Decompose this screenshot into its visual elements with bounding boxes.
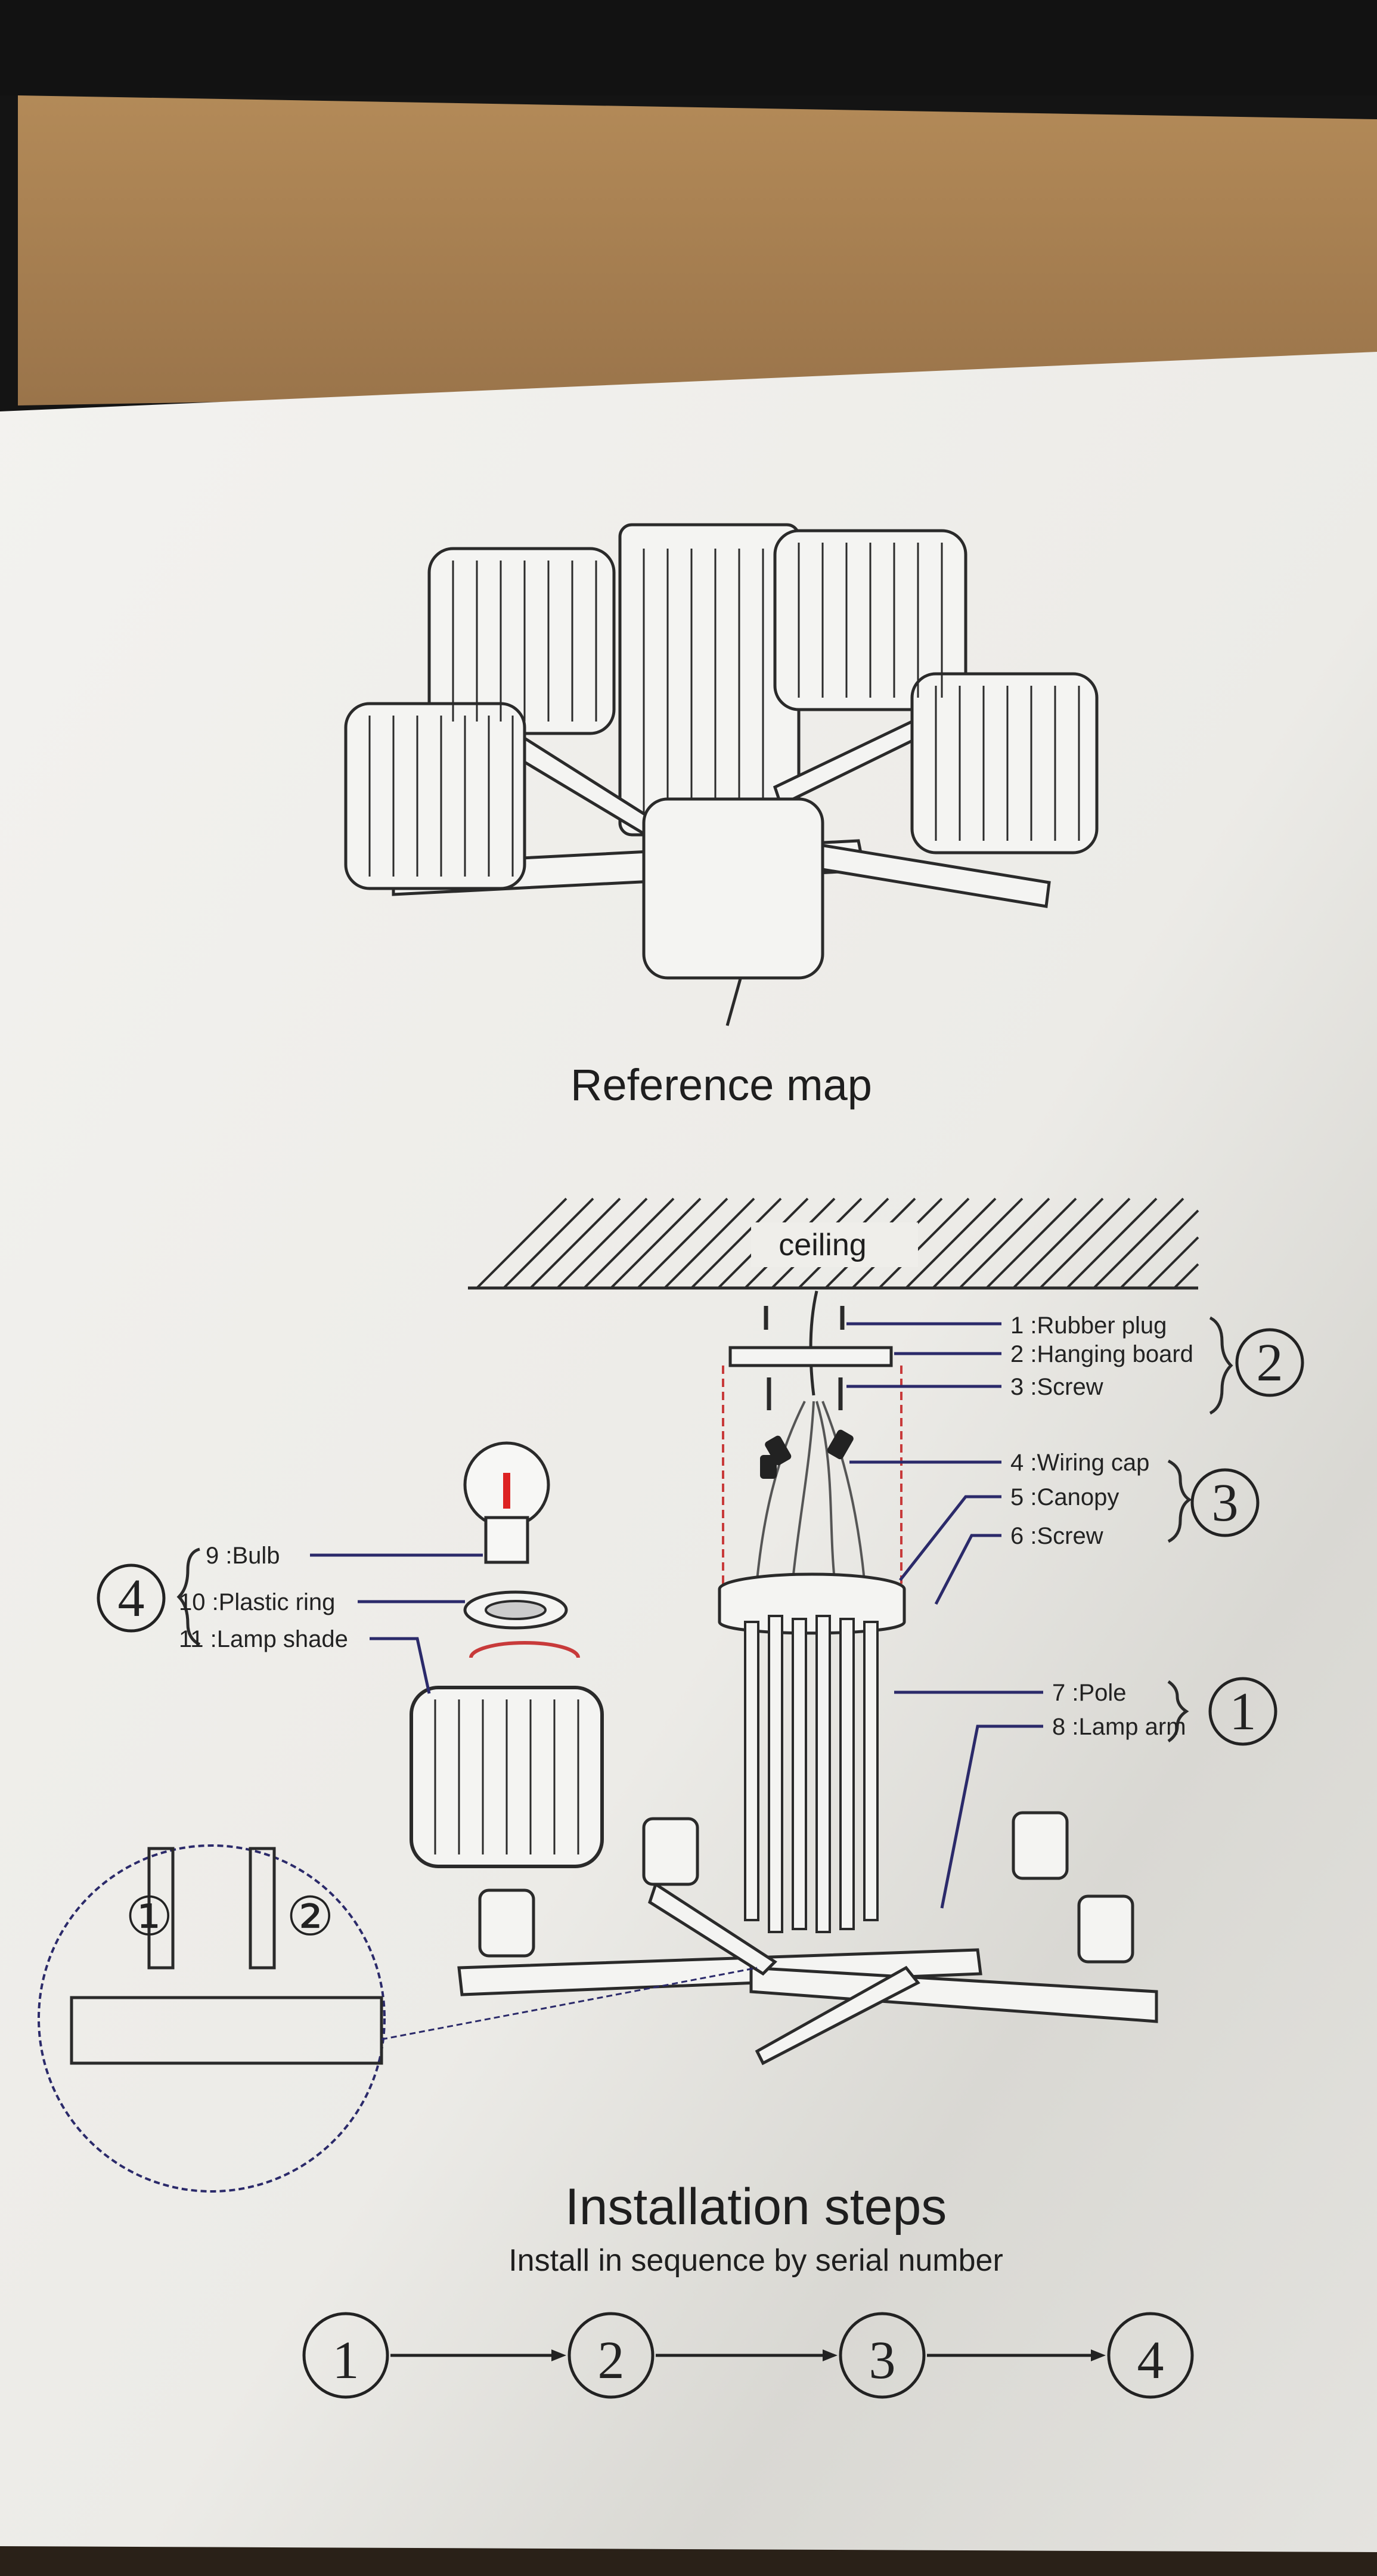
leader-lines <box>310 1322 1043 1909</box>
canopy-pole-drawing <box>457 1290 1158 2066</box>
group-number-3: 3 <box>1212 1473 1239 1532</box>
hatch-line <box>1066 1197 1158 1289</box>
hatch-line <box>959 1197 1050 1289</box>
part-label-plastic-ring: 10 :Plastic ring <box>179 1589 335 1615</box>
part-label-lamp-shade: 11 :Lamp shade <box>179 1626 348 1652</box>
hatch-line <box>503 1197 594 1289</box>
hatch-line <box>1119 1209 1199 1289</box>
ceiling-hatch <box>468 1197 1199 1290</box>
hatch-line <box>690 1197 782 1289</box>
hatch-line <box>905 1197 997 1289</box>
part-label-hanging-board: 2 :Hanging board <box>1010 1341 1193 1367</box>
hatch-line <box>1012 1197 1104 1289</box>
hatch-line <box>476 1197 567 1289</box>
lamp-shade-icon <box>410 1641 604 1868</box>
hatch-line <box>556 1197 648 1289</box>
hatch-line <box>610 1197 702 1289</box>
step-1: 1 <box>333 2331 359 2390</box>
part-label-pole: 7 :Pole <box>1052 1680 1127 1706</box>
hatch-line <box>1039 1197 1131 1289</box>
group-circles <box>97 1328 1304 1746</box>
step-2: 2 <box>598 2331 625 2390</box>
step-3: 3 <box>869 2331 896 2390</box>
dark-background <box>0 0 1377 95</box>
group-number-4: 4 <box>118 1569 145 1628</box>
detail-mark-1: ① <box>125 1888 173 1947</box>
hatch-line <box>985 1197 1077 1289</box>
hatch-line <box>932 1197 1024 1289</box>
group-number-1: 1 <box>1230 1682 1257 1741</box>
part-label-wiring-cap: 4 :Wiring cap <box>1010 1450 1149 1476</box>
reference-chandelier-drawing <box>344 523 1099 1026</box>
group-number-2: 2 <box>1257 1333 1283 1392</box>
plastic-ring-icon <box>463 1590 568 1630</box>
step-4: 4 <box>1137 2331 1164 2390</box>
reference-map-title: Reference map <box>570 1060 872 1110</box>
hatch-line <box>637 1197 728 1289</box>
hatch-line <box>529 1197 621 1289</box>
part-label-screw-2: 6 :Screw <box>1010 1523 1103 1549</box>
hatch-line <box>1146 1236 1199 1289</box>
step-sequence <box>302 2312 1194 2399</box>
cardboard-box <box>18 95 1377 405</box>
installation-steps-subtitle: Install in sequence by serial number <box>508 2243 1003 2278</box>
braces <box>176 1316 1233 1743</box>
installation-steps-title: Installation steps <box>565 2178 947 2236</box>
hatch-line <box>663 1197 755 1289</box>
ceiling-label: ceiling <box>779 1228 866 1262</box>
screw-icon <box>764 1306 845 1410</box>
part-label-screw: 3 :Screw <box>1010 1374 1103 1400</box>
part-label-rubber-plug: 1 :Rubber plug <box>1010 1312 1167 1339</box>
hatch-line <box>878 1197 970 1289</box>
part-label-bulb: 9 :Bulb <box>206 1543 280 1569</box>
hatch-line <box>1093 1197 1184 1289</box>
arrow-icon <box>551 2349 1106 2361</box>
detail-mark-2: ② <box>286 1888 334 1947</box>
detail-magnifier <box>38 1844 758 2193</box>
bulb-icon <box>463 1441 550 1564</box>
hatch-line <box>1173 1263 1199 1289</box>
part-label-canopy: 5 :Canopy <box>1010 1484 1119 1510</box>
hatch-line <box>583 1197 675 1289</box>
part-label-lamp-arm: 8 :Lamp arm <box>1052 1714 1186 1740</box>
